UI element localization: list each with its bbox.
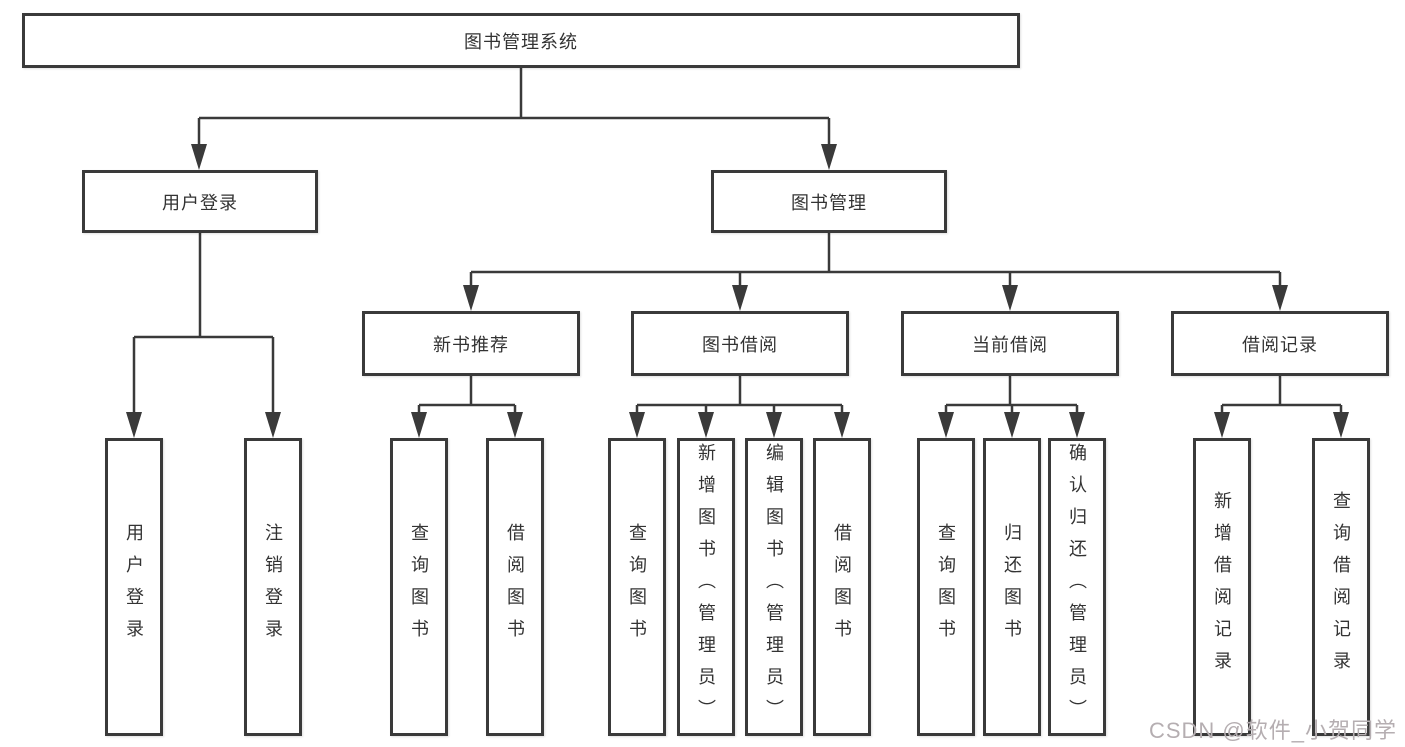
node-book-management: 图书管理 <box>711 170 947 233</box>
leaf-edit-book-admin: 编辑图书（管理员） <box>745 438 803 736</box>
node-label: 借阅记录 <box>1242 334 1318 355</box>
edge-current-to-leaves <box>938 376 1085 438</box>
node-label: 确认归还（管理员） <box>1067 443 1087 731</box>
node-label: 新增图书（管理员） <box>696 443 716 731</box>
leaf-newbook-query-books: 查询图书 <box>390 438 448 736</box>
node-label: 用户登录 <box>162 192 238 213</box>
node-label: 借阅图书 <box>505 523 525 651</box>
leaf-return-books: 归还图书 <box>983 438 1041 736</box>
leaf-confirm-return-admin: 确认归还（管理员） <box>1048 438 1106 736</box>
edge-root-to-level2 <box>191 68 837 170</box>
node-label: 图书管理 <box>791 192 867 213</box>
leaf-borrowing-query-books: 查询图书 <box>608 438 666 736</box>
node-label: 查询图书 <box>936 523 956 651</box>
node-label: 借阅图书 <box>832 523 852 651</box>
node-label: 图书管理系统 <box>464 31 578 52</box>
leaf-add-borrow-record: 新增借阅记录 <box>1193 438 1251 736</box>
node-label: 图书借阅 <box>702 334 778 355</box>
node-label: 新书推荐 <box>433 334 509 355</box>
node-label: 新增借阅记录 <box>1212 491 1232 683</box>
leaf-logout: 注销登录 <box>244 438 302 736</box>
node-label: 编辑图书（管理员） <box>764 443 784 731</box>
leaf-borrowing-borrow-books: 借阅图书 <box>813 438 871 736</box>
leaf-user-login: 用户登录 <box>105 438 163 736</box>
node-label: 用户登录 <box>124 523 144 651</box>
leaf-add-book-admin: 新增图书（管理员） <box>677 438 735 736</box>
edge-records-to-leaves <box>1214 376 1349 438</box>
leaf-current-query-books: 查询图书 <box>917 438 975 736</box>
node-book-borrowing: 图书借阅 <box>631 311 849 376</box>
leaf-newbook-borrow-books: 借阅图书 <box>486 438 544 736</box>
edge-borrowing-to-leaves <box>629 376 850 438</box>
node-label: 查询借阅记录 <box>1331 491 1351 683</box>
edge-newbook-to-leaves <box>411 376 523 438</box>
node-label: 归还图书 <box>1002 523 1022 651</box>
node-label: 查询图书 <box>409 523 429 651</box>
node-label: 当前借阅 <box>972 334 1048 355</box>
csdn-watermark: CSDN @软件_小贺同学 <box>1148 718 1397 743</box>
node-new-book-recommendation: 新书推荐 <box>362 311 580 376</box>
leaf-query-borrow-record: 查询借阅记录 <box>1312 438 1370 736</box>
node-label: 查询图书 <box>627 523 647 651</box>
node-library-management-system: 图书管理系统 <box>22 13 1020 68</box>
edge-userlogin-to-leaves <box>126 233 281 438</box>
edge-bookmgmt-to-level3 <box>463 233 1288 311</box>
node-borrowing-records: 借阅记录 <box>1171 311 1389 376</box>
node-current-borrowing: 当前借阅 <box>901 311 1119 376</box>
node-user-login: 用户登录 <box>82 170 318 233</box>
node-label: 注销登录 <box>263 523 283 651</box>
